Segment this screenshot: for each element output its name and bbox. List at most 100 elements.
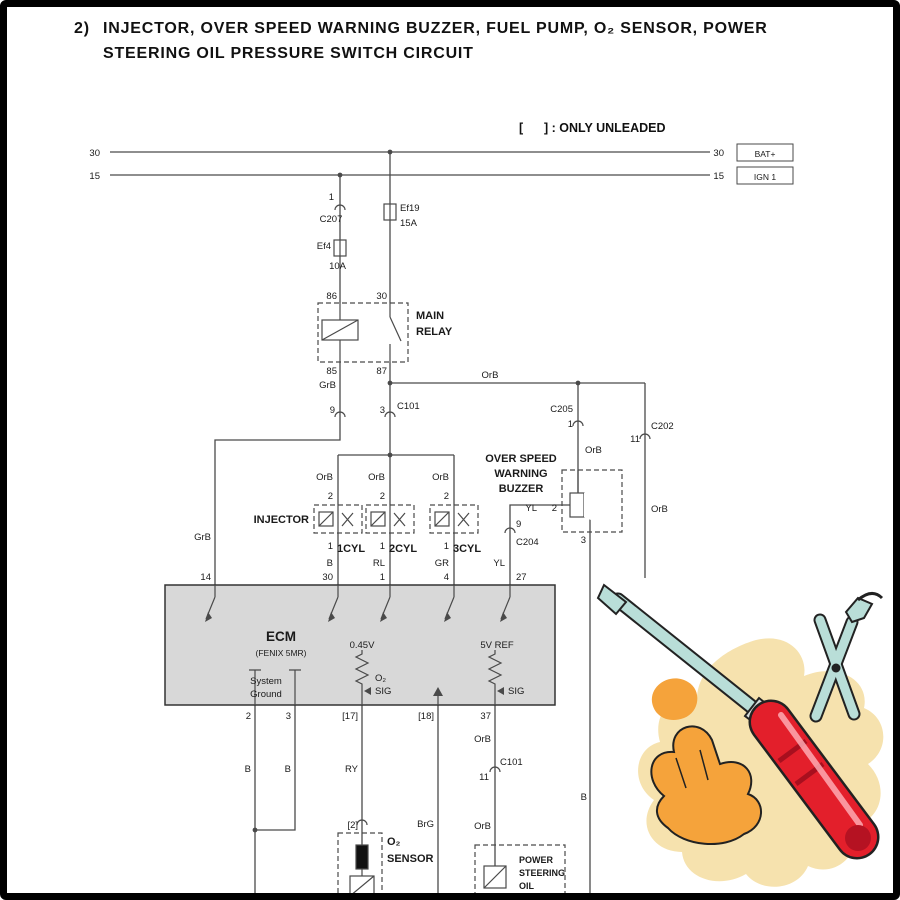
c205-connector-icon	[572, 420, 584, 427]
tools-clipart	[596, 578, 892, 892]
c207-pin-1: 1	[329, 192, 334, 203]
wire-orb-37b: OrB	[474, 821, 491, 832]
ecm-pin-14: 14	[200, 572, 211, 583]
c205-pin-1: 1	[568, 419, 573, 430]
main-relay-box	[317, 302, 409, 363]
injector-1cyl-icon	[318, 505, 354, 533]
unleaded-note: [ ] : ONLY UNLEADED	[519, 121, 666, 135]
wire-orb-inj1: OrB	[316, 472, 333, 483]
buzzer-title-3: BUZZER	[499, 483, 544, 495]
buzzer-title-2: WARNING	[494, 468, 547, 480]
c202-pin-11: 11	[630, 434, 640, 445]
ecm-resistor-5v	[487, 650, 504, 705]
ecm-pin-27: 27	[516, 572, 527, 583]
ecm-subtitle: (FENIX 5MR)	[256, 648, 307, 658]
inj3-name: 3CYL	[453, 543, 481, 555]
wire-buzzer-yl	[509, 504, 570, 585]
ecm-brg-input-arrow	[433, 687, 443, 705]
ps-name-1: POWER	[519, 855, 554, 865]
wire-ry-o2: RY	[345, 764, 359, 775]
ecm-driver-symbols	[205, 585, 511, 622]
ecm-pin-17: [17]	[342, 711, 358, 722]
c101-pin-9: 9	[330, 405, 335, 416]
ef19-label: Ef19	[400, 203, 420, 214]
wire-orb-c202: OrB	[651, 504, 668, 515]
ign1-terminal-box	[736, 166, 794, 185]
wire-b-gnd2: B	[285, 764, 291, 775]
junction-dots	[252, 149, 581, 833]
ef19-rating: 15A	[400, 218, 418, 229]
injector-title: INJECTOR	[254, 514, 309, 526]
ign-box-label: IGN 1	[754, 172, 776, 182]
c207-connector-icon	[334, 204, 346, 211]
relay-pin-86: 86	[326, 291, 337, 302]
c101-3-connector-icon	[384, 411, 396, 418]
ecm-ground-stubs	[249, 669, 301, 705]
buzzer-box	[561, 469, 623, 533]
c204-connector-icon	[504, 527, 516, 534]
ecm-title: ECM	[266, 629, 296, 644]
title-line2: STEERING OIL PRESSURE SWITCH CIRCUIT	[103, 45, 474, 62]
over-speed-buzzer	[561, 469, 623, 533]
wire-orb-relay: OrB	[482, 370, 499, 381]
wire-grb-relay: GrB	[319, 380, 336, 391]
screwdriver-icon	[596, 583, 880, 860]
main-relay-name-1: MAIN	[416, 310, 444, 322]
ecm-resistor-o2	[354, 650, 371, 705]
pressure-switch-icon	[483, 865, 507, 889]
connector-symbols	[334, 204, 651, 826]
ecm-pin-4: 4	[444, 572, 449, 583]
relay-switch-icon	[389, 303, 402, 362]
inj3-pin-2: 2	[444, 491, 449, 502]
wire-grb-run	[214, 362, 341, 585]
wire-orb-inj3: OrB	[432, 472, 449, 483]
orange-flame	[651, 678, 698, 721]
bus-30-left: 30	[89, 148, 100, 159]
ecm-pin-3: 3	[286, 711, 291, 722]
buzzer-pin-2: 2	[552, 503, 557, 514]
o2-connector-icon	[356, 819, 368, 826]
ecm-pin-37: 37	[480, 711, 491, 722]
wire-gr-inj3: GR	[435, 558, 449, 569]
c202-connector-icon	[639, 433, 651, 440]
ecm-5v-sig: SIG	[508, 686, 524, 697]
ecm-pin-18: [18]	[418, 711, 434, 722]
o2-connector-2: [2]	[347, 820, 358, 831]
c101b-label: C101	[500, 757, 523, 768]
inj2-pin-2: 2	[380, 491, 385, 502]
ps-name-3: OIL	[519, 881, 535, 891]
o2-sensor-icon	[349, 844, 375, 897]
c207-label: C207	[320, 214, 343, 225]
relay-coil-icon	[321, 303, 359, 362]
relay-pin-85: 85	[326, 366, 337, 377]
injector-1cyl	[313, 504, 363, 534]
buzzer-title-1: OVER SPEED	[485, 453, 557, 465]
wire-yl-ecm: YL	[493, 558, 505, 569]
c101-pin-3: 3	[380, 405, 385, 416]
wire-orb-buzzer: OrB	[585, 445, 602, 456]
glove-icon	[650, 725, 762, 845]
title-line1: INJECTOR, OVER SPEED WARNING BUZZER, FUE…	[103, 20, 768, 37]
o2-sensor	[337, 832, 383, 900]
ecm-045v: 0.45V	[350, 640, 375, 651]
bat-terminal-box	[736, 143, 794, 162]
wire-ecm-ground-b	[255, 705, 296, 831]
relay-pin-87: 87	[376, 366, 387, 377]
ps-name-2: STEERING	[519, 868, 565, 878]
wire-b-inj1: B	[327, 558, 333, 569]
wire-grb-ecm: GrB	[194, 532, 211, 543]
power-steering-box	[474, 844, 566, 900]
inj3-pin-1: 1	[444, 541, 449, 552]
fuse-ef19-symbol	[383, 203, 397, 221]
wire-orb-inj2: OrB	[368, 472, 385, 483]
pliers-icon	[809, 592, 884, 723]
o2-sensor-name-1: O₂	[387, 836, 401, 848]
ecm-o2-sig: SIG	[375, 686, 391, 697]
c101-11-connector-icon	[489, 766, 501, 773]
bus-15-left: 15	[89, 171, 100, 182]
c101-label: C101	[397, 401, 420, 412]
wire-yl-buzzer: YL	[525, 503, 537, 514]
c202-label: C202	[651, 421, 674, 432]
